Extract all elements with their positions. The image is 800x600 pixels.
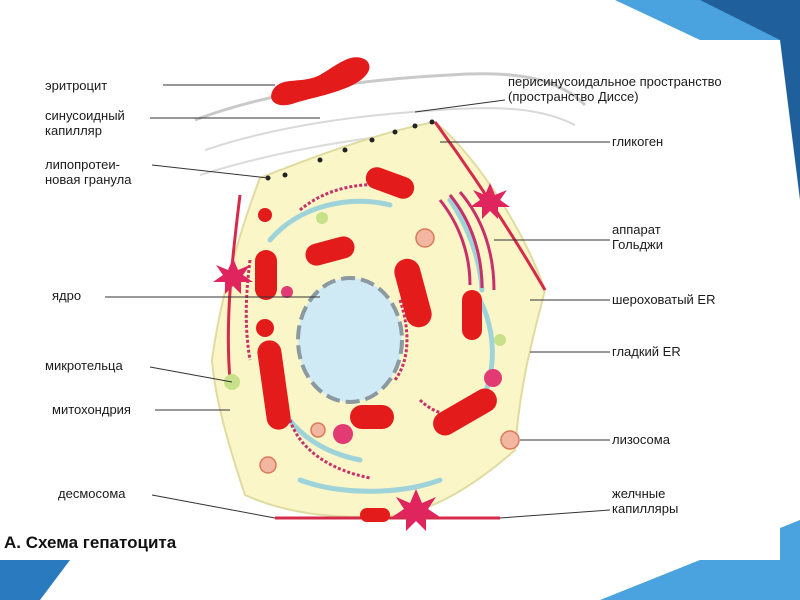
label-desmosome: десмосома xyxy=(58,486,126,501)
mitochondrion xyxy=(365,167,415,199)
label-nucleus: ядро xyxy=(52,288,82,303)
label-mitochondria: митохондрия xyxy=(52,402,131,417)
mitochondrion xyxy=(305,236,355,266)
label-lysosome: лизосома xyxy=(612,432,670,447)
label-glycogen: гликоген xyxy=(612,134,664,149)
mitochondrion xyxy=(360,508,390,522)
nucleus xyxy=(296,276,404,404)
mitochondrion xyxy=(394,258,432,328)
label-perisinusoidal-space: перисинусоидальное пространство (простра… xyxy=(508,74,722,104)
label-sinusoid-capillary: синусоидный капилляр xyxy=(45,108,125,138)
label-smooth-er: гладкий ER xyxy=(612,344,681,359)
figure-title: А. Схема гепатоцита xyxy=(4,533,177,552)
mitochondrion xyxy=(350,405,394,429)
accent-top-right-dark xyxy=(700,0,800,200)
mitochondrion xyxy=(433,388,497,436)
desmosome-stars xyxy=(213,183,510,531)
mitochondrion xyxy=(255,250,277,300)
membrane-left xyxy=(226,194,242,381)
label-lipoprotein-granule: липопротеи- новая гранула xyxy=(45,157,132,187)
glycogen-granules xyxy=(265,119,435,181)
mitochondrion xyxy=(462,290,482,340)
label-bile-capillaries: желчные капилляры xyxy=(612,486,679,516)
label-rough-er: шероховатый ER xyxy=(612,292,716,307)
label-microbody: микротельца xyxy=(45,358,123,373)
golgi-apparatus xyxy=(438,191,496,291)
lysosomes xyxy=(259,228,520,474)
mitochondria-group xyxy=(255,167,497,522)
mitochondrion xyxy=(257,340,291,430)
erythrocyte xyxy=(271,57,370,106)
accent-bottom-left xyxy=(0,560,70,600)
label-golgi: аппарат Гольджи xyxy=(612,222,664,252)
leader-lines xyxy=(105,84,611,519)
granules xyxy=(281,286,502,444)
label-erythrocyte: эритроцит xyxy=(45,78,108,93)
rough-er xyxy=(244,182,492,480)
sinusoid-capillary-wall xyxy=(194,72,587,122)
